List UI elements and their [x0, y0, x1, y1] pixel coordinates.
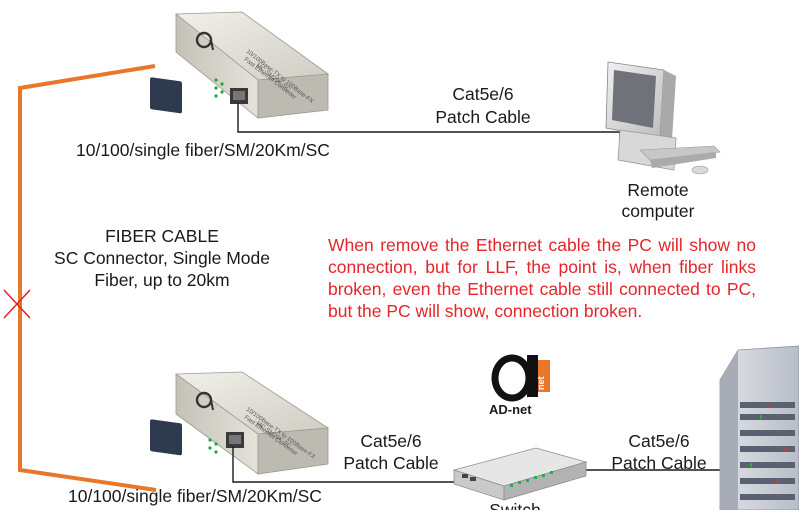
server-rack — [719, 345, 799, 511]
fiber-label-line3: Fiber, up to 20km — [94, 270, 230, 290]
top-cable-label-line2: Patch Cable — [435, 107, 531, 127]
brand-name: AD-net — [489, 402, 532, 417]
bottom-left-cable-label-line1: Cat5e/6 — [360, 431, 422, 451]
ad-net-logo: net — [491, 354, 550, 402]
bottom-patch-cable-left — [232, 447, 464, 483]
bottom-converter-label: 10/100/single fiber/SM/20Km/SC — [68, 486, 322, 506]
remote-computer — [605, 61, 721, 175]
fiber-break-mark — [3, 289, 31, 319]
bottom-right-cable-label-line2: Patch Cable — [611, 453, 707, 473]
top-converter-label: 10/100/single fiber/SM/20Km/SC — [76, 140, 330, 160]
fiber-cable — [18, 64, 157, 492]
fiber-label-line2: SC Connector, Single Mode — [54, 248, 270, 268]
llf-note: When remove the Ethernet cable the PC wi… — [328, 235, 756, 321]
switch-label: Switch — [489, 500, 541, 510]
logo-text: net — [536, 376, 546, 390]
bottom-left-cable-label-line2: Patch Cable — [343, 453, 439, 473]
network-switch — [452, 447, 588, 501]
remote-computer-label-line2: computer — [621, 201, 695, 221]
bottom-right-cable-label-line1: Cat5e/6 — [628, 431, 690, 451]
remote-computer-label-line1: Remote — [627, 180, 689, 200]
bottom-media-converter: 10/100Base-TX to 100Base-FX Fast Etherne… — [150, 371, 330, 475]
top-media-converter: 10/100Base-TX to 100Base-FX Fast Etherne… — [150, 11, 330, 119]
fiber-label-line1: FIBER CABLE — [105, 226, 219, 246]
top-cable-label-line1: Cat5e/6 — [452, 84, 514, 104]
